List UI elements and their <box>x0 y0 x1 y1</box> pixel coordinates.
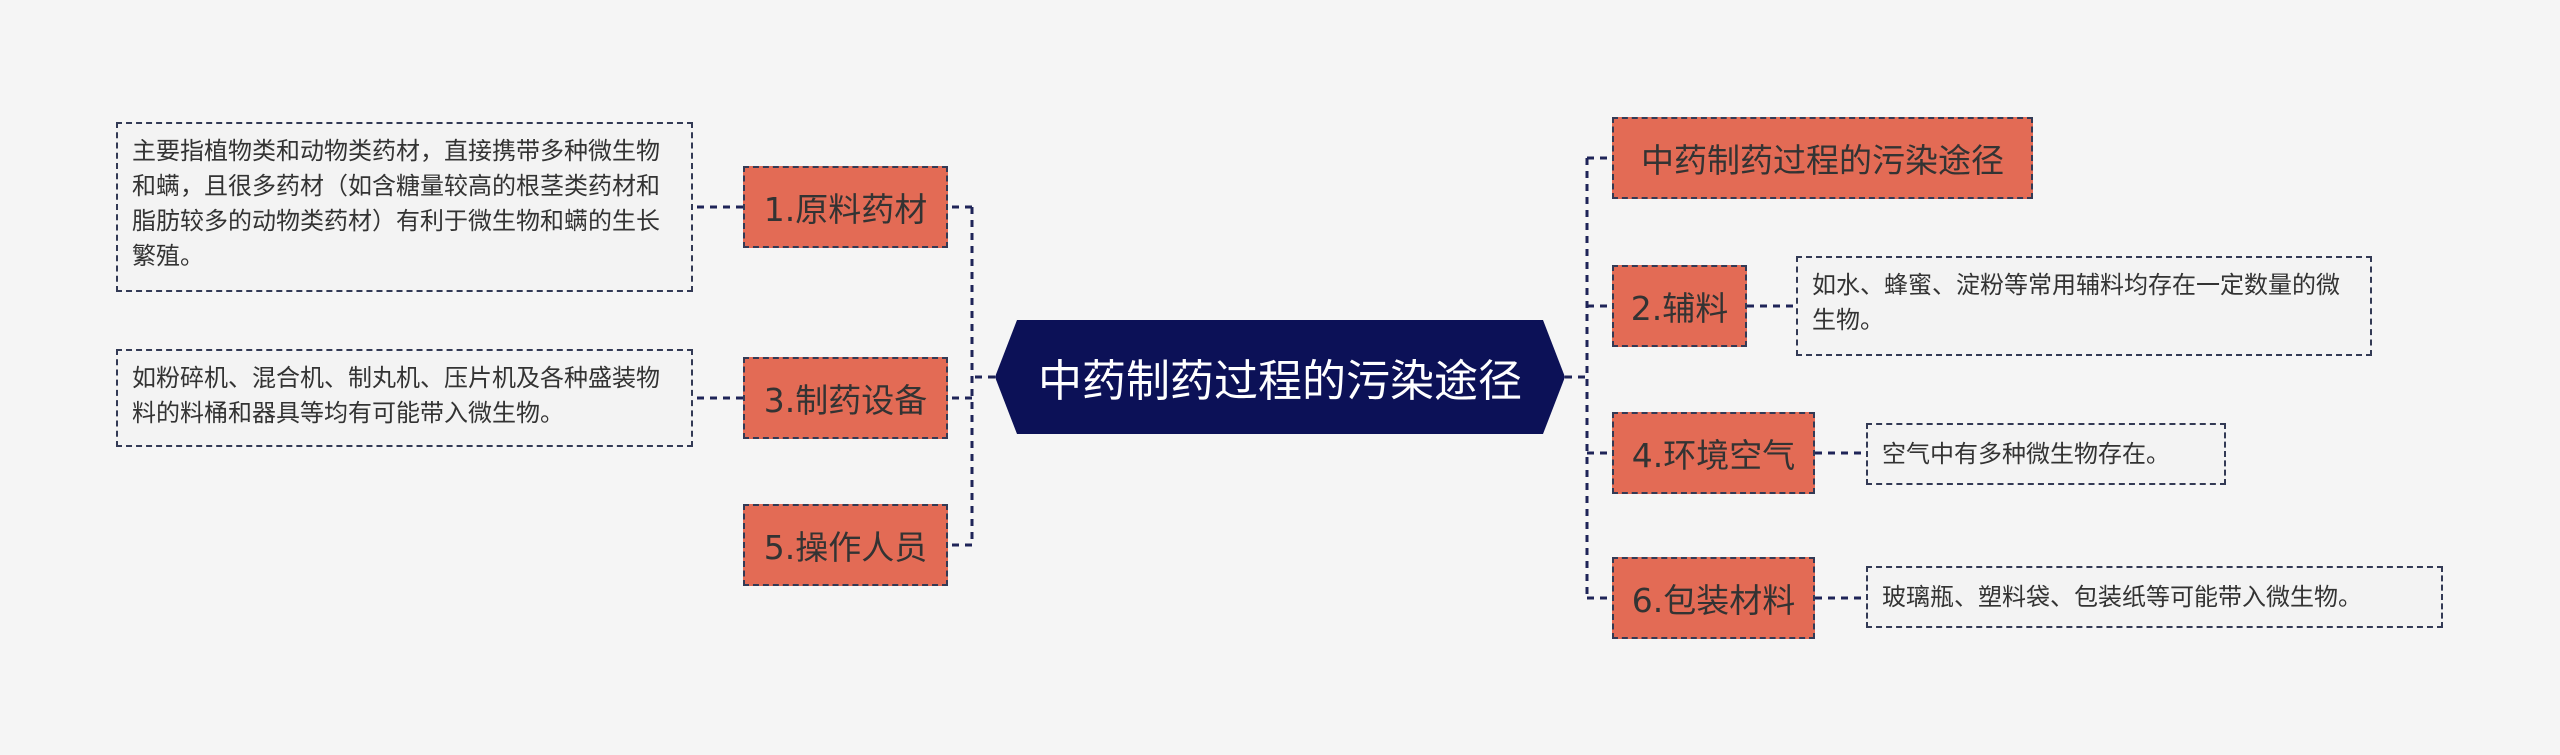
note-equipment[interactable]: 如粉碎机、混合机、制丸机、压片机及各种盛装物料的料桶和器具等均有可能带入微生物。 <box>116 349 693 447</box>
note-text: 玻璃瓶、塑料袋、包装纸等可能带入微生物。 <box>1882 583 2362 611</box>
topic-label: 中药制药过程的污染途径 <box>1641 141 2004 180</box>
topic-packaging[interactable]: 6.包装材料 <box>1612 557 1815 639</box>
topic-operators[interactable]: 5.操作人员 <box>743 504 948 586</box>
topic-label: 1.原料药材 <box>763 190 928 229</box>
note-text: 空气中有多种微生物存在。 <box>1882 440 2170 468</box>
note-text: 主要指植物类和动物类药材，直接携带多种微生物和螨，且很多药材（如含糖量较高的根茎… <box>132 137 660 270</box>
topic-excipients[interactable]: 2.辅料 <box>1612 265 1747 347</box>
central-topic-label: 中药制药过程的污染途径 <box>1038 356 1522 407</box>
note-raw-materials[interactable]: 主要指植物类和动物类药材，直接携带多种微生物和螨，且很多药材（如含糖量较高的根茎… <box>116 122 693 292</box>
topic-air[interactable]: 4.环境空气 <box>1612 412 1815 494</box>
note-air[interactable]: 空气中有多种微生物存在。 <box>1866 423 2226 485</box>
topic-equipment[interactable]: 3.制药设备 <box>743 357 948 439</box>
topic-raw-materials[interactable]: 1.原料药材 <box>743 166 948 248</box>
topic-label: 6.包装材料 <box>1631 581 1796 620</box>
topic-label: 5.操作人员 <box>763 528 928 567</box>
note-text: 如水、蜂蜜、淀粉等常用辅料均存在一定数量的微生物。 <box>1812 271 2340 334</box>
note-packaging[interactable]: 玻璃瓶、塑料袋、包装纸等可能带入微生物。 <box>1866 566 2443 628</box>
topic-label: 2.辅料 <box>1630 289 1729 328</box>
topic-label: 3.制药设备 <box>763 381 928 420</box>
topic-title-duplicate[interactable]: 中药制药过程的污染途径 <box>1612 117 2033 199</box>
note-text: 如粉碎机、混合机、制丸机、压片机及各种盛装物料的料桶和器具等均有可能带入微生物。 <box>132 364 660 427</box>
central-topic[interactable]: 中药制药过程的污染途径 <box>995 320 1565 434</box>
topic-label: 4.环境空气 <box>1631 436 1796 475</box>
note-excipients[interactable]: 如水、蜂蜜、淀粉等常用辅料均存在一定数量的微生物。 <box>1796 256 2372 356</box>
